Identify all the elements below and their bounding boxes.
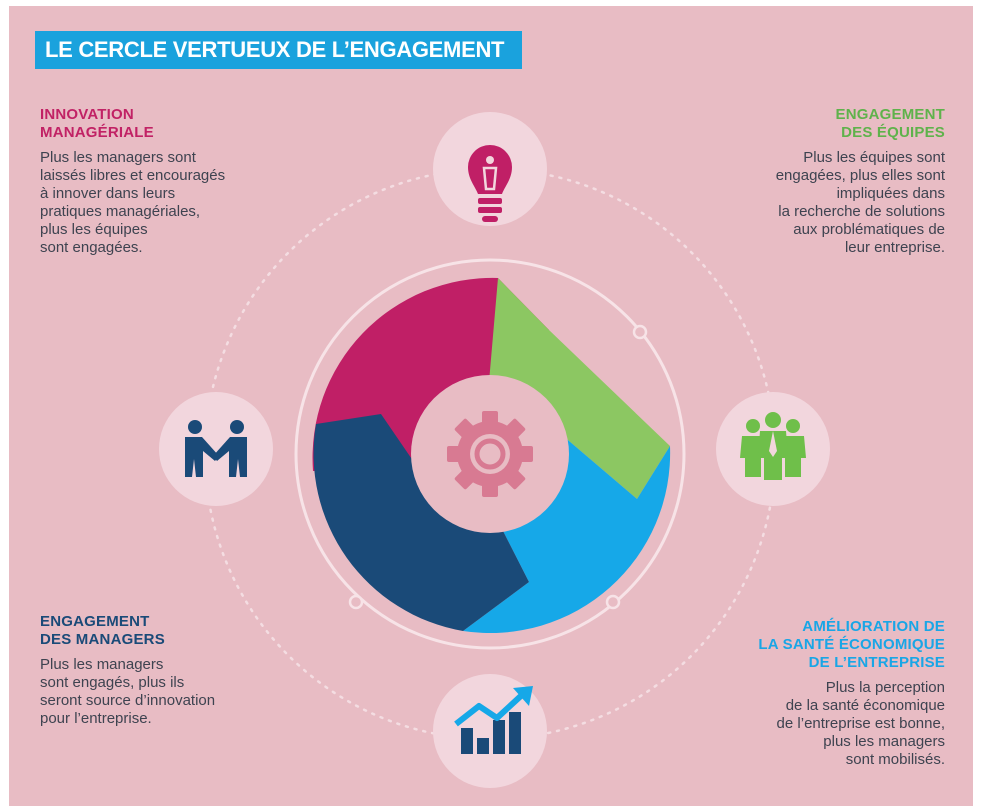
innovation-manageriale-block: INNOVATION MANAGÉRIALE Plus les managers… [40, 106, 225, 257]
cycle-diagram [159, 112, 830, 788]
managers-description: Plus les managers sont engagés, plus ils… [40, 656, 215, 728]
equipes-heading-line: ENGAGEMENT [835, 106, 945, 123]
equipes-heading: ENGAGEMENT DES ÉQUIPES [776, 106, 945, 142]
engagement-managers-block: ENGAGEMENT DES MANAGERS Plus les manager… [40, 613, 215, 728]
growth-chart-icon [454, 686, 533, 754]
engagement-equipes-block: ENGAGEMENT DES ÉQUIPES Plus les équipes … [776, 106, 945, 257]
equipes-line: aux problématiques de [793, 221, 945, 238]
innovation-heading: INNOVATION MANAGÉRIALE [40, 106, 225, 142]
equipes-description: Plus les équipes sont engagées, plus ell… [776, 149, 945, 257]
managers-line: Plus les managers [40, 656, 164, 673]
handshake-bubble [159, 392, 273, 506]
sante-heading-line: DE L’ENTREPRISE [808, 654, 945, 671]
green-arrow-segment [489, 278, 670, 499]
innovation-line: sont engagées. [40, 239, 143, 256]
sante-line: sont mobilisés. [845, 751, 945, 768]
innovation-heading-line: INNOVATION [40, 106, 134, 123]
sante-economique-block: AMÉLIORATION DE LA SANTÉ ÉCONOMIQUE DE L… [758, 618, 945, 769]
infographic: LE CERCLE VERTUEUX DE L’ENGAGEMENT [9, 6, 973, 806]
innovation-line: laissés libres et encouragés [40, 167, 226, 184]
managers-heading-line: ENGAGEMENT [40, 613, 150, 630]
equipes-line: la recherche de solutions [778, 203, 945, 220]
page-title: LE CERCLE VERTUEUX DE L’ENGAGEMENT [35, 31, 523, 69]
equipes-line: engagées, plus elles sont [775, 167, 945, 184]
innovation-line: plus les équipes [40, 221, 148, 238]
sante-line: Plus la perception [825, 679, 945, 696]
sante-heading-line: AMÉLIORATION DE [802, 618, 945, 635]
equipes-line: Plus les équipes sont [803, 149, 945, 166]
handshake-icon [185, 420, 247, 477]
innovation-line: à innover dans leurs [40, 185, 176, 202]
equipes-heading-line: DES ÉQUIPES [841, 124, 945, 141]
blue-arrow-segment [463, 435, 671, 634]
sante-line: de l’entreprise est bonne, [776, 715, 945, 732]
ring-dot [605, 594, 621, 610]
lightbulb-icon [468, 145, 512, 222]
ring-dot [632, 324, 648, 340]
sante-heading-line: LA SANTÉ ÉCONOMIQUE [758, 636, 945, 653]
innovation-line: pratiques managériales, [40, 203, 201, 220]
sante-description: Plus la perception de la santé économiqu… [758, 679, 945, 769]
sante-line: plus les managers [823, 733, 945, 750]
sante-heading: AMÉLIORATION DE LA SANTÉ ÉCONOMIQUE DE L… [758, 618, 945, 672]
outer-ring [294, 258, 686, 650]
gear-icon [447, 411, 533, 497]
ring-dot [348, 594, 364, 610]
innovation-heading-line: MANAGÉRIALE [40, 124, 154, 141]
managers-heading: ENGAGEMENT DES MANAGERS [40, 613, 215, 649]
navy-arrow-segment [313, 414, 529, 631]
innovation-line: Plus les managers sont [40, 149, 196, 166]
growth-bubble [433, 674, 547, 788]
managers-line: seront source d’innovation [40, 692, 216, 709]
managers-heading-line: DES MANAGERS [40, 631, 165, 648]
equipes-line: impliquées dans [836, 185, 945, 202]
managers-line: pour l’entreprise. [40, 710, 152, 727]
sante-line: de la santé économique [785, 697, 945, 714]
equipes-line: leur entreprise. [844, 239, 945, 256]
innovation-description: Plus les managers sont laissés libres et… [40, 149, 225, 257]
managers-line: sont engagés, plus ils [40, 674, 185, 691]
team-icon-tie [769, 431, 777, 457]
